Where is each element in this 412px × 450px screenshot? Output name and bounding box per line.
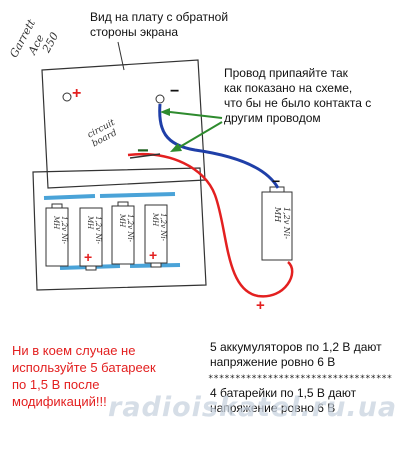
watermark: radioiskatel.ru.ua: [108, 392, 398, 423]
minus-mark-wire: −: [137, 140, 149, 162]
board-hole-right: [155, 94, 165, 104]
warning-line3: по 1,5 В после: [12, 377, 100, 392]
battery-note: 4 батарейки по 1,5 В дают напряжение ров…: [210, 386, 356, 416]
cell-5-label: 1,2v Ni-MH: [273, 207, 291, 240]
wire-note-line2: как показано на схеме,: [224, 81, 353, 95]
plus-mark-wire-end: +: [256, 297, 265, 314]
battery-line1: 4 батарейки по 1,5 В дают: [210, 386, 357, 400]
positive-wire: [127, 152, 294, 298]
wire-note-line4: другим проводом: [224, 111, 321, 125]
battery-line2: напряжение ровно 6 В: [210, 401, 336, 415]
cell-4: [144, 204, 168, 268]
cell-2-label: 1,2v Ni-MH: [86, 216, 102, 245]
cell-2: [79, 207, 103, 271]
warning-line1: Ни в коем случае не: [12, 343, 136, 358]
plus-mark-board: +: [72, 85, 82, 102]
plus-mark-cell4: +: [149, 247, 158, 263]
wire-note: Провод припаяйте так как показано на схе…: [224, 66, 371, 126]
warning-line2: используйте 5 батареек: [12, 360, 156, 375]
board-hole-left: [62, 92, 72, 102]
wire-note-line3: что бы не было контакта с: [224, 96, 372, 110]
cell-1: [45, 203, 69, 267]
accum-note: 5 аккумуляторов по 1,2 В дают напряжение…: [210, 340, 382, 370]
cell-4-label: 1,2v Ni-MH: [151, 213, 167, 242]
warning-block: Ни в коем случае не используйте 5 батаре…: [12, 342, 156, 410]
board-view-label: Вид на плату с обратной стороны экрана: [90, 10, 228, 40]
note-arrows: [160, 108, 223, 152]
board-view-line1: Вид на плату с обратной: [90, 10, 229, 24]
plus-mark-cell2: +: [84, 249, 93, 265]
cell-3-label: 1,2v Ni-MH: [118, 214, 134, 243]
warning-line4: модификаций!!!: [12, 394, 107, 409]
minus-mark-cell5: −: [272, 173, 281, 189]
cell-5-external: [261, 186, 293, 261]
contact-strip-top-right: [99, 192, 176, 198]
battery-compartment: [32, 167, 207, 291]
cell-1-label: 1,2v Ni-MH: [52, 216, 68, 245]
separator-stars: **********************************: [208, 374, 393, 384]
solder-stub: [129, 153, 161, 159]
accum-line2: напряжение ровно 6 В: [210, 355, 336, 369]
board-view-arrow: [117, 41, 125, 71]
board-view-line2: стороны экрана: [90, 25, 178, 39]
negative-wire: [158, 103, 280, 189]
accum-line1: 5 аккумуляторов по 1,2 В дают: [210, 340, 382, 354]
wire-note-line1: Провод припаяйте так: [224, 66, 348, 80]
contact-strip-top-left: [43, 194, 96, 200]
minus-mark-board: −: [170, 83, 180, 100]
cell-3: [111, 201, 135, 265]
